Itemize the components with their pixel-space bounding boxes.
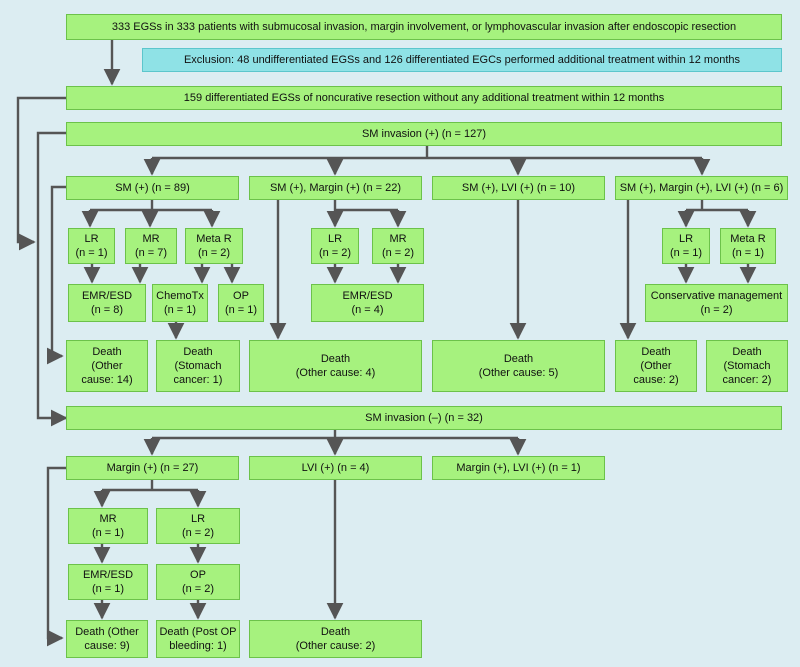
death-margin-other-box: Death (Other cause: 9) [66,620,148,658]
death-margin-postop-box: Death (Post OP bleeding: 1) [156,620,240,658]
sm-margin-emr-box: EMR/ESD (n = 4) [311,284,424,322]
cohort-box: 159 differentiated EGSs of noncurative r… [66,86,782,110]
sm-margin-lvi-lr-box: LR (n = 1) [662,228,710,264]
sm-only-op-box: OP (n = 1) [218,284,264,322]
sm-margin-lvi-box: SM (+), Margin (+), LVI (+) (n = 6) [615,176,788,200]
margin-lvi-box: Margin (+), LVI (+) (n = 1) [432,456,605,480]
death-sm-lvi-box: Death (Other cause: 5) [432,340,605,392]
sm-margin-lvi-meta-box: Meta R (n = 1) [720,228,776,264]
death-sm-only-other-box: Death (Other cause: 14) [66,340,148,392]
death-sm-margin-lvi-stomach-box: Death (Stomach cancer: 2) [706,340,788,392]
death-lvi-box: Death (Other cause: 2) [249,620,422,658]
sm-only-mr-box: MR (n = 7) [125,228,177,264]
margin-mr-box: MR (n = 1) [68,508,148,544]
sm-only-lr-box: LR (n = 1) [68,228,115,264]
sm-only-meta-box: Meta R (n = 2) [185,228,243,264]
margin-lr-box: LR (n = 2) [156,508,240,544]
sm-margin-mr-box: MR (n = 2) [372,228,424,264]
sm-margin-lr-box: LR (n = 2) [311,228,359,264]
top-box: 333 EGSs in 333 patients with submucosal… [66,14,782,40]
sm-only-emr-box: EMR/ESD (n = 8) [68,284,146,322]
sm-negative-box: SM invasion (–) (n = 32) [66,406,782,430]
death-sm-margin-lvi-other-box: Death (Other cause: 2) [615,340,697,392]
sm-only-box: SM (+) (n = 89) [66,176,239,200]
sm-lvi-box: SM (+), LVI (+) (n = 10) [432,176,605,200]
margin-emr-box: EMR/ESD (n = 1) [68,564,148,600]
sm-positive-box: SM invasion (+) (n = 127) [66,122,782,146]
margin-positive-box: Margin (+) (n = 27) [66,456,239,480]
conservative-box: Conservative management (n = 2) [645,284,788,322]
margin-op-box: OP (n = 2) [156,564,240,600]
sm-margin-box: SM (+), Margin (+) (n = 22) [249,176,422,200]
chemotx-box: ChemoTx (n = 1) [152,284,208,322]
death-sm-only-stomach-box: Death (Stomach cancer: 1) [156,340,240,392]
lvi-positive-box: LVI (+) (n = 4) [249,456,422,480]
exclusion-box: Exclusion: 48 undifferentiated EGSs and … [142,48,782,72]
death-sm-margin-box: Death (Other cause: 4) [249,340,422,392]
